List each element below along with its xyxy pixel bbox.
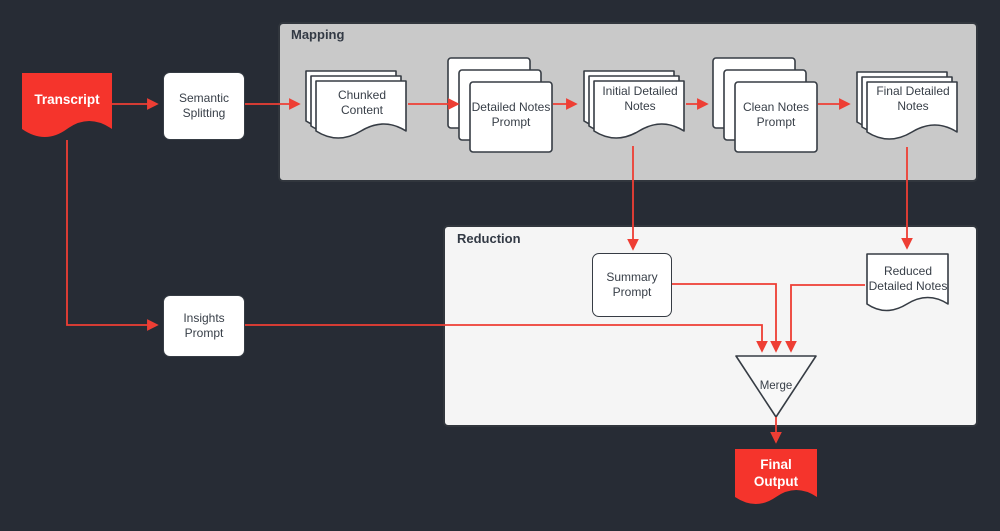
chunked-content-node[interactable] xyxy=(304,69,412,151)
insights-prompt-label: Insights Prompt xyxy=(183,311,225,340)
summary-prompt-label: Summary Prompt xyxy=(606,270,658,299)
mapping-title: Mapping xyxy=(291,27,345,42)
connector-transcript-to-insights-prompt xyxy=(66,140,159,331)
initial-detailed-notes-node[interactable] xyxy=(582,69,690,151)
semantic-splitting-node[interactable]: Semantic Splitting xyxy=(163,72,245,140)
clean-notes-prompt-node[interactable] xyxy=(712,57,820,155)
summary-prompt-node[interactable]: Summary Prompt xyxy=(592,253,672,317)
reduction-title: Reduction xyxy=(457,231,521,246)
semantic-splitting-label: Semantic Splitting xyxy=(178,91,230,120)
insights-prompt-node[interactable]: Insights Prompt xyxy=(163,295,245,357)
reduced-detailed-notes-node[interactable] xyxy=(865,252,951,320)
merge-node[interactable] xyxy=(733,352,819,422)
detailed-notes-prompt-node[interactable] xyxy=(447,57,555,155)
final-output-node[interactable] xyxy=(733,447,819,515)
final-detailed-notes-node[interactable] xyxy=(855,70,963,152)
transcript-node[interactable] xyxy=(20,71,114,147)
